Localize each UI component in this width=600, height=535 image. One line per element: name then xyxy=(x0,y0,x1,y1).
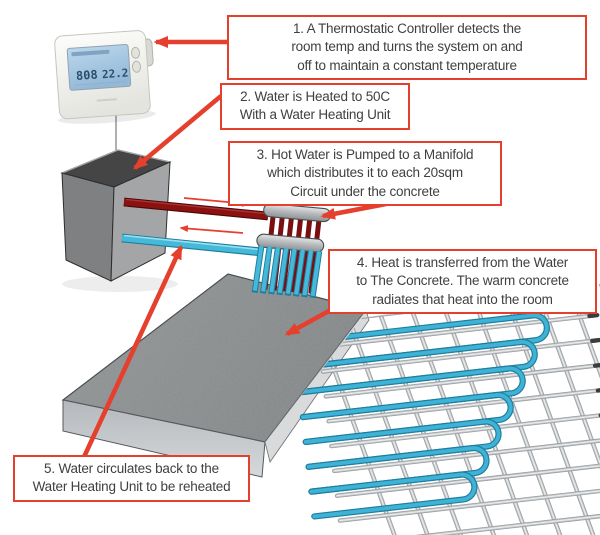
callout-5-recirculation: 5. Water circulates back to the Water He… xyxy=(13,455,250,502)
callout-3-manifold: 3. Hot Water is Pumped to a Manifold whi… xyxy=(228,141,502,207)
callout-1-thermostat: 1. A Thermostatic Controller detects the… xyxy=(227,15,587,81)
lcd-time: 808 xyxy=(76,68,99,83)
annotation-arrows xyxy=(81,36,429,458)
flow-arrow-return xyxy=(179,225,244,234)
mesh-line xyxy=(595,387,600,393)
supply-pipe-hot xyxy=(123,197,269,221)
mesh-line xyxy=(330,414,600,447)
concrete-slab xyxy=(61,273,370,478)
manifold-cool-pipe xyxy=(310,250,322,297)
unit-top-edge-highlight xyxy=(61,149,171,174)
mesh-line xyxy=(325,364,600,397)
heating-circuit-pipe xyxy=(309,472,477,519)
mesh-line xyxy=(592,362,600,368)
mesh-line xyxy=(333,438,600,472)
slab-side-face xyxy=(264,309,370,463)
heating-circuit-pipe xyxy=(303,419,501,469)
unit-shadow xyxy=(62,276,178,292)
thermostat-button-up xyxy=(131,46,141,59)
manifold-cool-pipe xyxy=(277,247,289,294)
callout-4-heat-transfer: 4. Heat is transferred from the Water to… xyxy=(328,249,597,315)
thermostat-button-down xyxy=(131,60,142,73)
supply-pipe-highlight xyxy=(125,198,267,215)
water-heating-unit xyxy=(60,149,178,292)
heating-circuit-pipe xyxy=(301,393,513,444)
mesh-line xyxy=(587,313,600,319)
manifold xyxy=(251,203,332,299)
lcd-scale-line xyxy=(74,81,127,86)
mesh-line xyxy=(429,284,537,535)
heating-circuit-pipe xyxy=(299,391,514,446)
return-pipe-highlight xyxy=(123,234,261,251)
manifold-cool-pipe xyxy=(302,250,313,296)
unit-side-face xyxy=(110,161,171,282)
heating-circuit-pipe xyxy=(306,446,489,494)
manifold-cool-pipe xyxy=(294,249,305,295)
slab-texture xyxy=(63,274,366,442)
heating-circuit-pipe xyxy=(292,313,549,370)
mesh-line xyxy=(339,488,600,522)
mesh-line xyxy=(319,314,596,348)
lcd-status-bar xyxy=(71,49,110,57)
callout-2-heating-unit: 2. Water is Heated to 50C With a Water H… xyxy=(220,83,410,130)
mesh-line xyxy=(365,284,473,535)
lcd-temp: 22.2 xyxy=(102,66,129,81)
mesh-line xyxy=(397,284,505,535)
heating-circuit-pipe xyxy=(298,366,525,419)
manifold-hot-pipe xyxy=(299,215,313,294)
thermostat-logo-mark xyxy=(96,98,117,102)
manifold-cool-pipe xyxy=(285,248,297,294)
thermostat: 808 22.2 xyxy=(54,30,156,124)
arrow-5-return xyxy=(81,244,184,458)
mesh-line xyxy=(342,513,600,535)
manifold-cool-drops xyxy=(251,245,323,299)
manifold-cool-pipe xyxy=(269,247,280,293)
arrow-2-heating-unit xyxy=(133,94,223,170)
mesh-line xyxy=(322,339,599,373)
manifold-cool-pipe xyxy=(261,246,272,292)
unit-front-face xyxy=(61,172,115,282)
return-pipe-cool xyxy=(121,233,263,257)
mesh-line xyxy=(328,389,600,422)
heating-circuit-pipe xyxy=(295,340,537,395)
manifold-cool-pipe xyxy=(252,245,264,291)
mesh-line xyxy=(590,337,600,343)
thermostat-screen xyxy=(66,43,132,91)
manifold-bottom-bar xyxy=(256,233,325,253)
